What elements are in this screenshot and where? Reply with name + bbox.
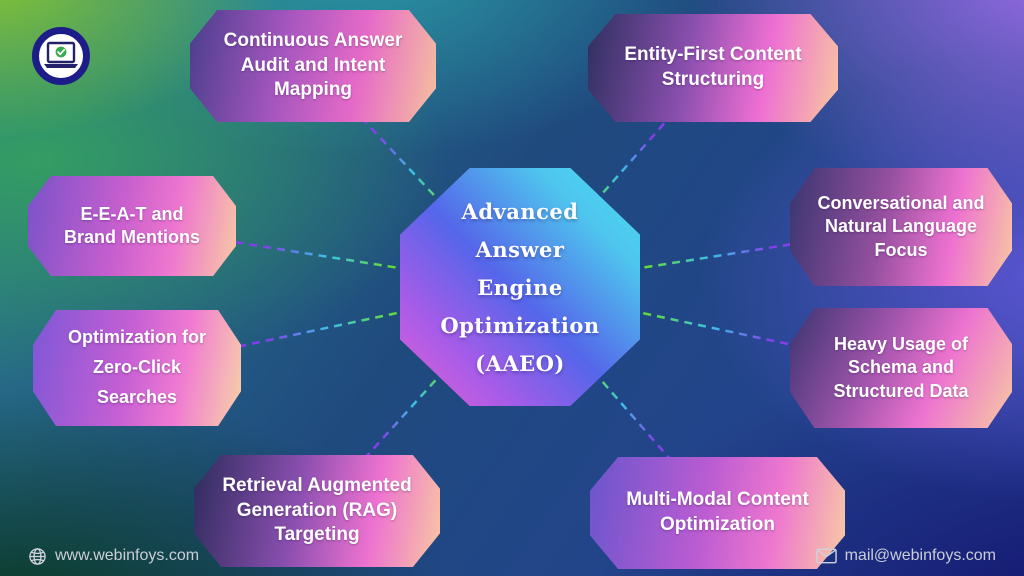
globe-icon: [29, 547, 46, 565]
footer: www.webinfoys.com mail@webinfoys.com: [0, 544, 1024, 568]
website-text: www.webinfoys.com: [55, 547, 200, 564]
node-zero-click-searches: Optimization for Zero-Click Searches: [33, 310, 241, 426]
laptop-check-icon: [44, 41, 78, 68]
center-title-line: Advanced: [461, 198, 579, 224]
node-entity-first-structuring: Entity-First Content Structuring: [588, 14, 838, 122]
footer-email: mail@webinfoys.com: [815, 547, 996, 565]
center-title: Advanced Answer Engine Optimization (AAE…: [440, 186, 599, 389]
center-title-line: Engine: [477, 274, 563, 300]
center-title-line: Optimization: [440, 312, 600, 338]
node-label: Entity-First Content Structuring: [624, 44, 802, 90]
node-label: Multi-Modal Content Optimization: [626, 489, 809, 535]
center-title-line: (AAEO): [475, 350, 565, 376]
node-rag-targeting: Retrieval Augmented Generation (RAG) Tar…: [194, 455, 440, 567]
node-continuous-answer-audit: Continuous Answer Audit and Intent Mappi…: [190, 10, 436, 122]
mail-icon: [815, 548, 837, 564]
node-eeat-brand-mentions: E-E-A-T and Brand Mentions: [28, 176, 236, 276]
center-title-line: Answer: [475, 236, 565, 262]
footer-website: www.webinfoys.com: [28, 547, 199, 566]
node-label: Optimization for Zero-Click Searches: [68, 327, 206, 407]
node-label: Heavy Usage of Schema and Structured Dat…: [833, 333, 969, 401]
node-label: E-E-A-T and Brand Mentions: [63, 203, 200, 247]
node-multimodal-optimization: Multi-Modal Content Optimization: [590, 457, 845, 569]
node-label: Continuous Answer Audit and Intent Mappi…: [223, 29, 403, 101]
webinfoys-logo: [32, 27, 90, 85]
node-label: Conversational and Natural Language Focu…: [817, 192, 985, 260]
node-conversational-language: Conversational and Natural Language Focu…: [790, 168, 1012, 286]
node-schema-structured-data: Heavy Usage of Schema and Structured Dat…: [790, 308, 1012, 428]
email-text: mail@webinfoys.com: [844, 547, 996, 564]
center-topic-octagon: Advanced Answer Engine Optimization (AAE…: [400, 168, 640, 406]
node-label: Retrieval Augmented Generation (RAG) Tar…: [222, 474, 412, 546]
